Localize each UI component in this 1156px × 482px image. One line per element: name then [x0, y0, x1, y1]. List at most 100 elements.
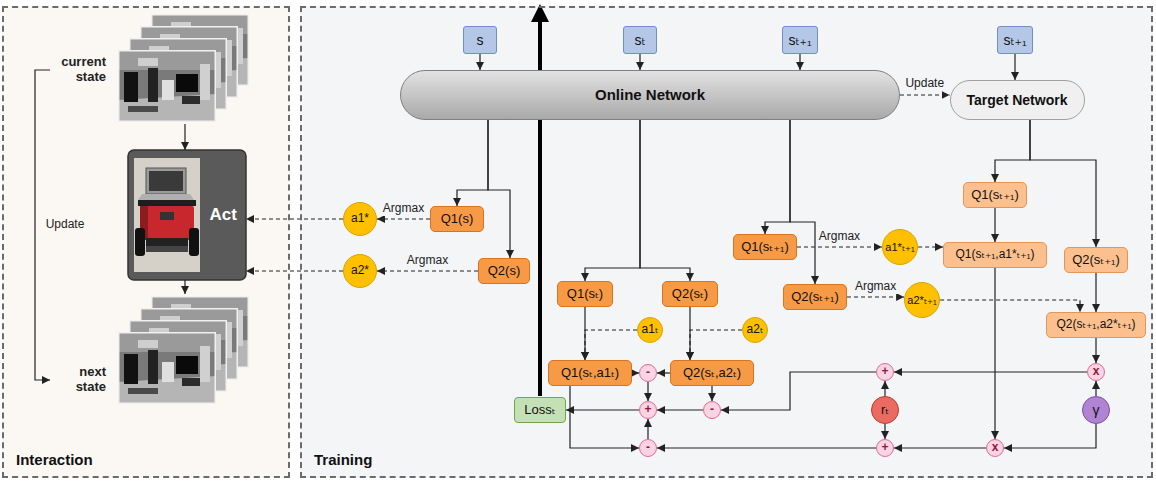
node-text: current state [50, 55, 106, 85]
node-text: Online Network [595, 86, 705, 103]
node-text: a1* [351, 212, 369, 226]
node-text: Q1(sₜ) [567, 287, 603, 302]
connector [1030, 120, 1096, 247]
node-text: + [881, 441, 888, 455]
target-q-box: Q2(sₜ₊₁,a2*ₜ₊₁) [1046, 312, 1146, 338]
connector [884, 424, 885, 439]
q-value-box: Q1(sₜ,a1ₜ) [548, 360, 632, 386]
node-text: Q2(s) [488, 264, 521, 279]
dashed-connector [377, 270, 478, 271]
operator-circle: + [876, 363, 894, 381]
dashed-connector [918, 246, 943, 247]
operator-circle: + [876, 439, 894, 457]
connector [994, 208, 995, 242]
reward-circle: rₜ [871, 396, 899, 424]
operator-circle: x [986, 439, 1004, 457]
node-text: Q1(s) [441, 212, 474, 227]
robot-illustration [128, 150, 246, 280]
state-input: sₜ₊₁ [997, 26, 1032, 54]
state-image-stack: current state [50, 12, 252, 124]
dashed-connector [690, 330, 742, 360]
dashed-connector [246, 270, 343, 271]
connector [566, 409, 639, 410]
gradient-arrow [531, 4, 549, 396]
connector [1095, 381, 1096, 396]
node-text: Act [210, 205, 237, 225]
q-value-box: Q2(sₜ,a2ₜ) [670, 360, 754, 386]
training-panel: Trainingssₜsₜ₊₁sₜ₊₁Online NetworkTarget … [300, 6, 1153, 478]
connector [1095, 338, 1096, 363]
connector [584, 307, 585, 360]
interaction-panel: Interactioncurrent stateActnext state [2, 6, 290, 478]
connector [657, 447, 876, 448]
node-text: a1*ₜ₊₁ [885, 241, 914, 254]
node-text: + [881, 365, 888, 379]
connector [640, 120, 690, 281]
node-text: a2*ₜ₊₁ [907, 294, 936, 307]
node-text: a1ₜ [642, 323, 659, 337]
robot-photo [134, 158, 200, 272]
connector [1095, 273, 1096, 312]
node-text: - [646, 366, 650, 380]
q-value-box: Q2(s) [478, 258, 530, 284]
node-text: next state [50, 365, 106, 395]
robot-body [140, 206, 194, 240]
action-circle: a1* [343, 202, 377, 236]
node-text: + [644, 403, 651, 417]
operator-circle: x [1087, 363, 1105, 381]
target-q-box: Q1(sₜ₊₁,a1*ₜ₊₁) [943, 242, 1047, 268]
q-value-box: Q2(sₜ₊₁) [783, 284, 847, 310]
state-input: sₜ₊₁ [782, 26, 817, 54]
connector [647, 419, 648, 439]
connector [765, 120, 790, 234]
robot-sensor [160, 212, 174, 220]
edge-label: Update [44, 218, 87, 232]
dashed-connector [377, 218, 430, 219]
agent-box: Act [128, 150, 246, 280]
connector [639, 54, 640, 70]
agent-ground [128, 150, 246, 280]
dashed-connector [246, 218, 343, 219]
connector [689, 307, 690, 360]
loss-box: Lossₜ [514, 397, 566, 423]
depth-frame [118, 332, 216, 404]
q-value-box: Q2(sₜ) [662, 281, 718, 307]
node-text: Q1(sₜ₊₁) [741, 240, 789, 255]
action-circle: a2*ₜ₊₁ [904, 282, 940, 318]
node-text: Target Network [967, 92, 1068, 108]
edge-label: Argmax [817, 230, 862, 244]
node-text: Training [314, 451, 372, 468]
robot-wheel [189, 228, 199, 256]
connector [488, 120, 510, 258]
connector [184, 280, 185, 294]
laptop-display [149, 171, 183, 191]
operator-circle: - [639, 364, 657, 382]
target-network: Target Network [950, 80, 1085, 120]
node-text: Q2(sₜ₊₁) [1072, 253, 1120, 268]
dashed-connector [585, 330, 637, 360]
edge-label: Argmax [853, 280, 898, 294]
target-q-box: Q1(sₜ₊₁) [963, 182, 1027, 208]
robot-wheel [135, 228, 145, 256]
connector [657, 409, 703, 410]
discount-circle: γ [1082, 396, 1110, 424]
dashed-connector [797, 246, 882, 247]
dashed-connector [847, 296, 904, 297]
connector [711, 386, 712, 401]
connector [799, 54, 800, 70]
connector [995, 120, 1030, 182]
q-value-box: Q1(sₜ₊₁) [733, 234, 797, 260]
connector [894, 447, 986, 448]
dashed-connector [940, 300, 1080, 312]
operator-circle: + [639, 401, 657, 419]
robot-bumper [146, 238, 188, 246]
operator-circle: - [703, 401, 721, 419]
connector [184, 124, 185, 150]
depth-frame [118, 50, 216, 122]
connector [647, 382, 648, 401]
node-text: sₜ₊₁ [1003, 32, 1026, 48]
q-value-box: Q1(sₜ) [557, 281, 613, 307]
connector [457, 120, 488, 206]
node-text: - [646, 441, 650, 455]
action-circle: a2ₜ [742, 317, 768, 343]
